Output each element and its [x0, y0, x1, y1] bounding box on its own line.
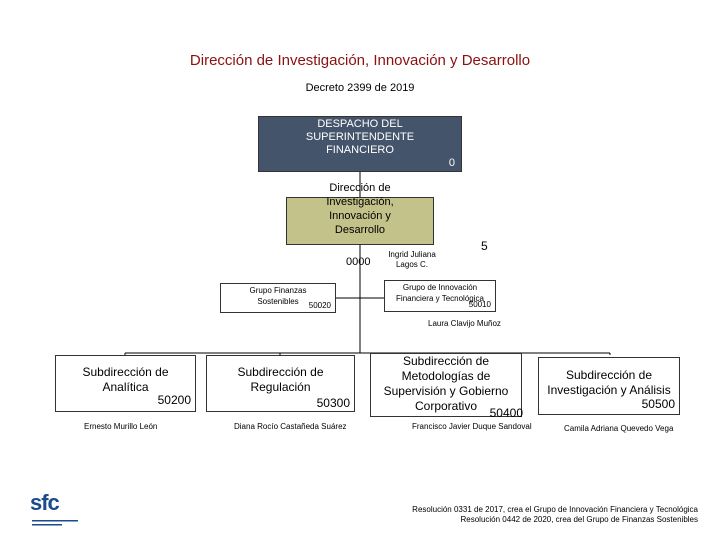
direction-line2: Investigación,: [326, 196, 394, 208]
footer-notes: Resolución 0331 de 2017, crea el Grupo d…: [412, 505, 698, 525]
sub-metodologias-person: Francisco Javier Duque Sandoval: [412, 422, 532, 431]
sub-investigacion-line2: Investigación y Análisis: [547, 383, 671, 397]
group-innovacion-person: Laura Clavijo Muñoz: [428, 319, 501, 328]
sub-analitica-person: Ernesto Murillo León: [84, 422, 158, 431]
despacho-box: DESPACHO DEL SUPERINTENDENTE FINANCIERO …: [258, 116, 462, 172]
sub-metodologias-line3: Supervisión y Gobierno: [383, 384, 509, 398]
group-finanzas-code: 50020: [308, 301, 331, 310]
sub-analitica-box: Subdirección de Analítica 50200: [55, 355, 196, 412]
group-finanzas-line2: Sostenibles: [257, 297, 299, 306]
sub-regulacion-person: Diana Rocío Castañeda Suárez: [234, 422, 347, 431]
sub-regulacion-line1: Subdirección de: [237, 365, 324, 379]
sub-metodologias-line4: Corporativo: [414, 399, 478, 413]
sub-analitica-line2: Analítica: [102, 380, 149, 394]
despacho-line3: FINANCIERO: [326, 144, 394, 156]
direction-side-number: 5: [481, 239, 488, 253]
direction-box: Dirección de Investigación, Innovación y…: [286, 182, 434, 245]
despacho-code: 0: [448, 157, 455, 169]
group-finanzas-box: Grupo Finanzas Sostenibles 50020: [220, 283, 336, 313]
sub-regulacion-line2: Regulación: [250, 380, 311, 394]
sub-metodologias-box: Subdirección de Metodologías de Supervis…: [370, 353, 523, 420]
sub-investigacion-box: Subdirección de Investigación y Análisis…: [538, 357, 680, 415]
group-finanzas-line1: Grupo Finanzas: [249, 286, 307, 295]
group-innovacion-line2: Financiera y Tecnológica: [396, 294, 484, 303]
group-innovacion-line1: Grupo de Innovación: [402, 283, 478, 292]
direction-code: 0000: [346, 256, 371, 268]
sub-metodologias-code: 50400: [489, 406, 523, 420]
despacho-line2: SUPERINTENDENTE: [305, 131, 415, 143]
sub-analitica-line1: Subdirección de: [82, 365, 169, 379]
page-title: Dirección de Investigación, Innovación y…: [189, 52, 531, 69]
sub-regulacion-box: Subdirección de Regulación 50300: [206, 355, 355, 412]
group-innovacion-box: Grupo de Innovación Financiera y Tecnoló…: [384, 280, 496, 312]
sub-metodologias-line1: Subdirección de: [402, 354, 490, 368]
despacho-line1: DESPACHO DEL: [317, 118, 403, 130]
direction-head: Ingrid Juliana Lagos C.: [382, 250, 442, 270]
direction-head-line2: Lagos C.: [395, 260, 429, 269]
direction-head-line1: Ingrid Juliana: [388, 250, 436, 259]
sub-metodologias-line2: Metodologías de: [401, 369, 491, 383]
direction-line1: Dirección de: [329, 182, 391, 194]
footer-line1: Resolución 0331 de 2017, crea el Grupo d…: [412, 505, 698, 514]
sub-investigacion-code: 50500: [641, 397, 675, 411]
sub-investigacion-line1: Subdirección de: [565, 368, 653, 382]
sfc-logo-icon: sfc: [30, 490, 84, 528]
sub-analitica-code: 50200: [157, 393, 191, 407]
sfc-logo-text: sfc: [30, 490, 60, 515]
sub-investigacion-person: Camila Adriana Quevedo Vega: [564, 424, 674, 433]
direction-line4: Desarrollo: [334, 224, 386, 236]
group-innovacion-code: 50010: [468, 300, 491, 309]
footer-line2: Resolución 0442 de 2020, crea del Grupo …: [460, 515, 699, 524]
sub-regulacion-code: 50300: [316, 396, 350, 410]
page-subtitle: Decreto 2399 de 2019: [305, 82, 415, 94]
direction-line3: Innovación y: [329, 210, 391, 222]
